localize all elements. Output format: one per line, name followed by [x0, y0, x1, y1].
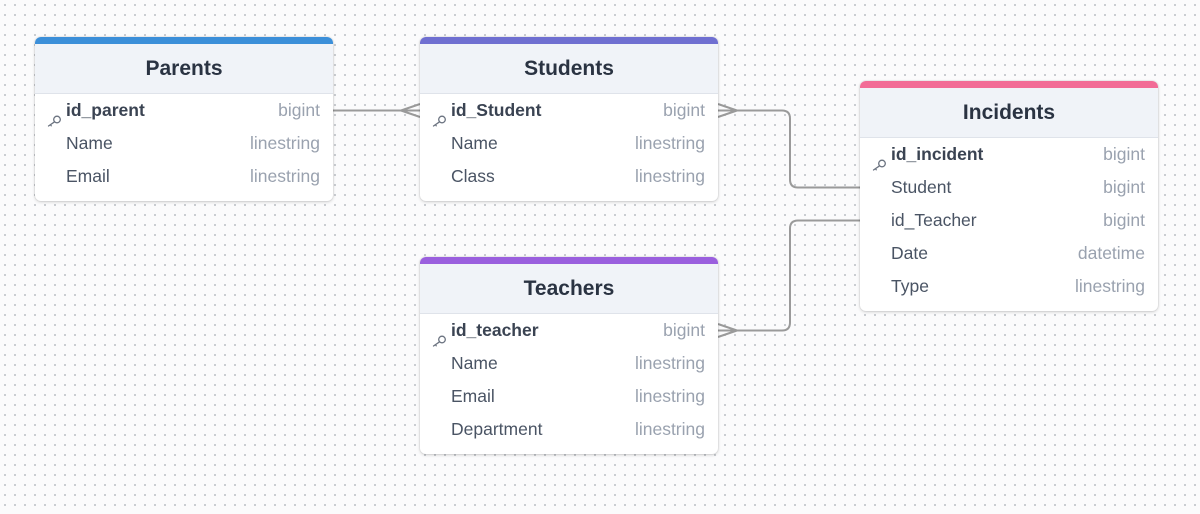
table-field-row[interactable]: Student bigint	[860, 171, 1158, 204]
field-name: id_Student	[451, 100, 542, 120]
field-name: Name	[451, 133, 498, 153]
table-accent-bar	[860, 81, 1158, 88]
crows-foot-many-icon	[400, 103, 421, 118]
table-field-row[interactable]: id_Student bigint	[420, 94, 718, 127]
table-field-row[interactable]: Type linestring	[860, 270, 1158, 303]
table-field-row[interactable]: Email linestring	[35, 160, 333, 193]
key-icon	[872, 149, 887, 171]
table-title[interactable]: Incidents	[860, 88, 1158, 138]
table-field-row[interactable]: id_teacher bigint	[420, 314, 718, 347]
crows-foot-many-icon	[717, 323, 738, 338]
field-type: linestring	[634, 353, 705, 373]
table-title[interactable]: Parents	[35, 44, 333, 94]
field-type: bigint	[1103, 210, 1145, 230]
relationship-line	[718, 219, 860, 332]
field-type: linestring	[634, 166, 705, 186]
field-type: linestring	[634, 386, 705, 406]
table-title[interactable]: Students	[420, 44, 718, 94]
field-type: linestring	[634, 133, 705, 153]
key-icon	[432, 325, 447, 347]
table-field-row[interactable]: Name linestring	[420, 347, 718, 380]
field-name: Department	[451, 419, 543, 439]
table-field-row[interactable]: Class linestring	[420, 160, 718, 193]
field-name: id_parent	[66, 100, 145, 120]
table-accent-bar	[420, 37, 718, 44]
table-field-row[interactable]: id_Teacher bigint	[860, 204, 1158, 237]
table-field-row[interactable]: Email linestring	[420, 380, 718, 413]
field-type: bigint	[1103, 177, 1145, 197]
key-icon	[47, 105, 62, 127]
field-type: linestring	[1074, 276, 1145, 296]
table-field-row[interactable]: id_incident bigint	[860, 138, 1158, 171]
field-name: id_incident	[891, 144, 984, 164]
key-icon	[432, 105, 447, 127]
field-name: Type	[891, 276, 929, 296]
field-name: Email	[451, 386, 495, 406]
field-name: Date	[891, 243, 928, 263]
table-field-row[interactable]: Name linestring	[35, 127, 333, 160]
table-field-row[interactable]: Date datetime	[860, 237, 1158, 270]
field-name: Email	[66, 166, 110, 186]
field-type: bigint	[1103, 144, 1145, 164]
crows-foot-many-icon	[717, 103, 738, 118]
table-field-row[interactable]: Name linestring	[420, 127, 718, 160]
table-accent-bar	[35, 37, 333, 44]
field-type: linestring	[249, 166, 320, 186]
field-name: Name	[451, 353, 498, 373]
field-type: linestring	[634, 419, 705, 439]
relationship-line	[718, 109, 860, 189]
field-type: linestring	[249, 133, 320, 153]
table-field-row[interactable]: id_parent bigint	[35, 94, 333, 127]
table-title[interactable]: Teachers	[420, 264, 718, 314]
field-type: bigint	[663, 320, 705, 340]
field-name: id_Teacher	[891, 210, 977, 230]
field-name: Student	[891, 177, 952, 197]
table-accent-bar	[420, 257, 718, 264]
field-name: Name	[66, 133, 113, 153]
field-name: Class	[451, 166, 495, 186]
table-field-row[interactable]: Department linestring	[420, 413, 718, 446]
field-type: bigint	[278, 100, 320, 120]
field-name: id_teacher	[451, 320, 539, 340]
field-type: datetime	[1077, 243, 1145, 263]
field-type: bigint	[663, 100, 705, 120]
